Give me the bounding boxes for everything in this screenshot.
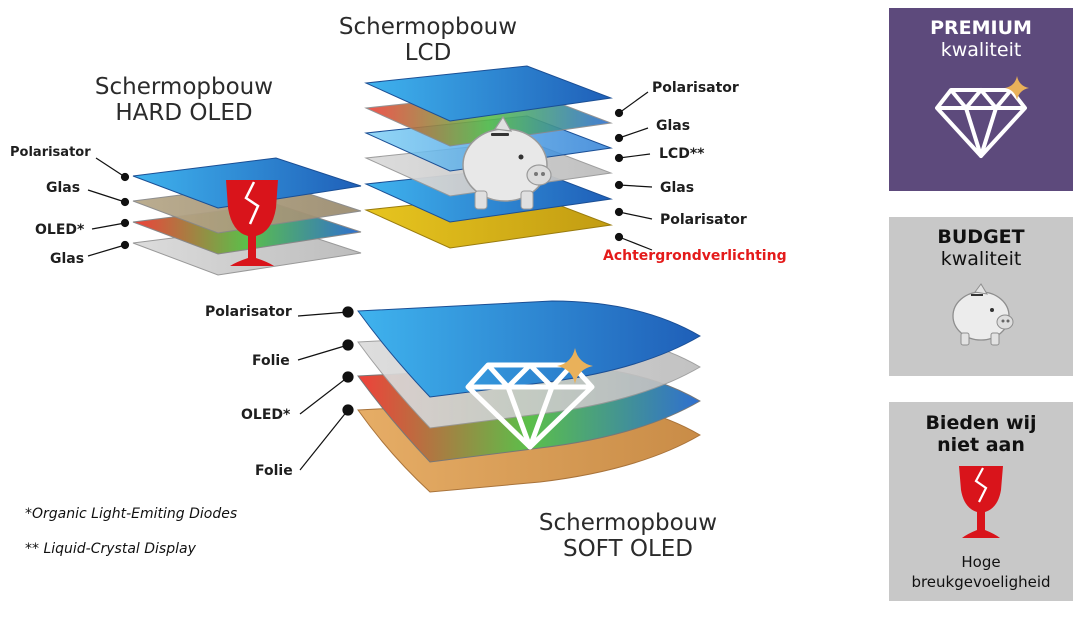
lcd-label-glass-top: Glas bbox=[656, 118, 691, 134]
premium-card: PREMIUM kwaliteit bbox=[889, 8, 1073, 191]
budget-card-title: BUDGET bbox=[937, 226, 1025, 248]
piggy-bank-icon bbox=[462, 115, 552, 210]
premium-card-subtitle: kwaliteit bbox=[940, 39, 1022, 61]
lcd-layer-polarizer-top bbox=[364, 65, 613, 122]
sparkle-icon bbox=[557, 348, 593, 384]
diagram-svg bbox=[87, 65, 701, 493]
lcd-label-polarizer-bottom: Polarisator bbox=[660, 212, 747, 228]
soft-oled-stack bbox=[357, 300, 701, 493]
hard-oled-label-polarizer: Polarisator bbox=[10, 145, 91, 160]
footnote-lcd: ** Liquid-Crystal Display bbox=[25, 541, 196, 557]
budget-piggy-bank-icon bbox=[952, 283, 1014, 346]
hard-oled-label-glass-top: Glas bbox=[46, 180, 81, 196]
lcd-title-line1: Schermopbouw bbox=[338, 14, 518, 40]
soft-oled-label-foil-top: Folie bbox=[252, 353, 290, 369]
soft-oled-label-oled: OLED* bbox=[241, 407, 291, 423]
lcd-label-backlight: Achtergrondverlichting bbox=[603, 248, 787, 264]
not-offered-title-line1: Bieden wij bbox=[925, 412, 1037, 434]
lcd-title: Schermopbouw LCD bbox=[336, 14, 520, 66]
not-offered-caption-line1: Hoge bbox=[961, 553, 1001, 571]
soft-oled-layer-polarizer bbox=[357, 300, 701, 398]
lcd-title-line2: LCD bbox=[404, 40, 452, 66]
not-offered-caption-line2: breukgevoeligheid bbox=[911, 573, 1051, 591]
budget-card-subtitle: kwaliteit bbox=[940, 248, 1022, 270]
hard-oled-label-oled: OLED* bbox=[35, 222, 85, 238]
lcd-label-polarizer-top: Polarisator bbox=[652, 80, 739, 96]
soft-oled-leaders bbox=[297, 306, 354, 471]
soft-oled-label-foil-bottom: Folie bbox=[255, 463, 293, 479]
footnote-oled: *Organic Light-Emiting Diodes bbox=[25, 506, 238, 522]
hard-oled-title-line1: Schermopbouw bbox=[94, 74, 274, 100]
hard-oled-leaders bbox=[87, 157, 130, 257]
diamond-icon bbox=[465, 362, 595, 450]
lcd-leaders bbox=[614, 91, 653, 251]
lcd-label-glass-bottom: Glas bbox=[660, 180, 695, 196]
screen-layers-diagram: Schermopbouw LCD Schermopbouw HARD OLED … bbox=[10, 14, 787, 562]
broken-glass-icon bbox=[226, 180, 278, 266]
budget-card: BUDGET kwaliteit bbox=[889, 217, 1073, 376]
lcd-label-lcd: LCD** bbox=[659, 146, 705, 162]
hard-oled-title: Schermopbouw HARD OLED bbox=[92, 74, 276, 126]
premium-card-title: PREMIUM bbox=[930, 17, 1032, 39]
hard-oled-title-line2: HARD OLED bbox=[115, 100, 253, 126]
premium-diamond-icon bbox=[935, 76, 1029, 158]
not-offered-card: Bieden wij niet aan Hoge breukgevoelighe… bbox=[889, 402, 1073, 601]
soft-oled-title-line1: Schermopbouw bbox=[538, 510, 718, 536]
hard-oled-label-glass-bottom: Glas bbox=[50, 251, 85, 267]
soft-oled-title: Schermopbouw SOFT OLED bbox=[536, 510, 720, 562]
soft-oled-label-polarizer: Polarisator bbox=[205, 304, 292, 320]
soft-oled-title-line2: SOFT OLED bbox=[562, 536, 694, 562]
not-offered-title-line2: niet aan bbox=[937, 434, 1025, 456]
not-offered-broken-glass-icon bbox=[959, 466, 1003, 538]
